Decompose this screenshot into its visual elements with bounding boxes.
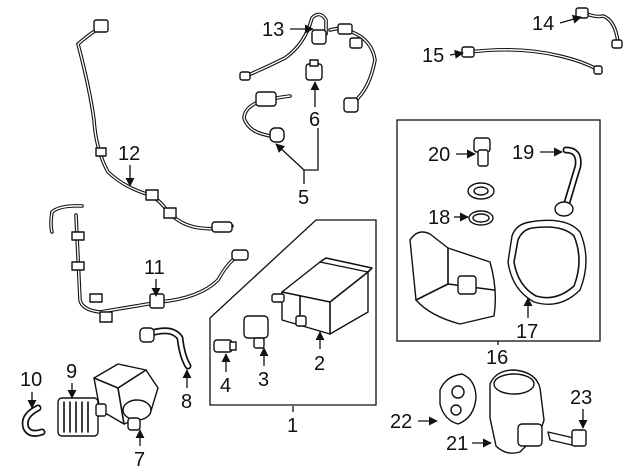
part-11-vapor-hose bbox=[49, 204, 249, 323]
callout-8: 8 bbox=[181, 391, 192, 413]
part-22-gasket bbox=[439, 373, 477, 425]
part-2-canister bbox=[271, 257, 373, 335]
callout-2: 2 bbox=[314, 353, 325, 375]
callout-15: 15 bbox=[422, 45, 444, 67]
part-23-bolt bbox=[547, 429, 587, 447]
part-21-egr-valve bbox=[489, 369, 545, 454]
callout-11: 11 bbox=[144, 257, 165, 279]
part-8-hose bbox=[139, 327, 192, 370]
part-10-hose bbox=[21, 404, 46, 437]
part-4-fitting bbox=[213, 339, 237, 353]
callout-20: 20 bbox=[428, 144, 450, 166]
callout-12: 12 bbox=[118, 143, 140, 165]
callout-10: 10 bbox=[20, 369, 42, 391]
callout-6: 6 bbox=[309, 109, 320, 131]
callout-16: 16 bbox=[486, 347, 508, 369]
callout-23: 23 bbox=[570, 387, 592, 409]
callout-1: 1 bbox=[287, 415, 298, 437]
part-5-vapor-tube bbox=[242, 91, 292, 143]
part-15-sensor bbox=[461, 46, 603, 75]
part-9-filter bbox=[57, 397, 107, 437]
callout-22: 22 bbox=[390, 411, 412, 433]
callout-9: 9 bbox=[66, 361, 77, 383]
part-20-valve bbox=[473, 137, 491, 167]
callout-labels: 13 14 15 6 5 12 11 2 3 4 1 8 7 9 10 20 1… bbox=[20, 13, 592, 471]
leader-lines bbox=[27, 14, 588, 448]
part-16-reservoir bbox=[409, 231, 497, 325]
callout-5: 5 bbox=[298, 187, 309, 209]
part-14-sensor bbox=[575, 7, 623, 49]
part-19-hose bbox=[554, 146, 582, 217]
part-13-vapor-hose bbox=[239, 12, 377, 113]
callout-14: 14 bbox=[532, 13, 554, 35]
part-12-vapor-hose bbox=[75, 19, 234, 233]
part-18-seal bbox=[467, 182, 495, 226]
callout-17: 17 bbox=[516, 321, 538, 343]
callout-3: 3 bbox=[258, 369, 269, 391]
part-3-valve bbox=[243, 315, 269, 349]
callout-19: 19 bbox=[512, 142, 534, 164]
part-17-gasket bbox=[507, 219, 587, 305]
callout-7: 7 bbox=[134, 449, 145, 471]
part-6-connector bbox=[305, 59, 323, 81]
callout-18: 18 bbox=[428, 207, 450, 229]
group-1-frame bbox=[209, 219, 377, 406]
callout-21: 21 bbox=[446, 433, 468, 455]
callout-13: 13 bbox=[262, 19, 284, 41]
callout-4: 4 bbox=[220, 375, 231, 397]
part-7-pump bbox=[93, 363, 159, 431]
